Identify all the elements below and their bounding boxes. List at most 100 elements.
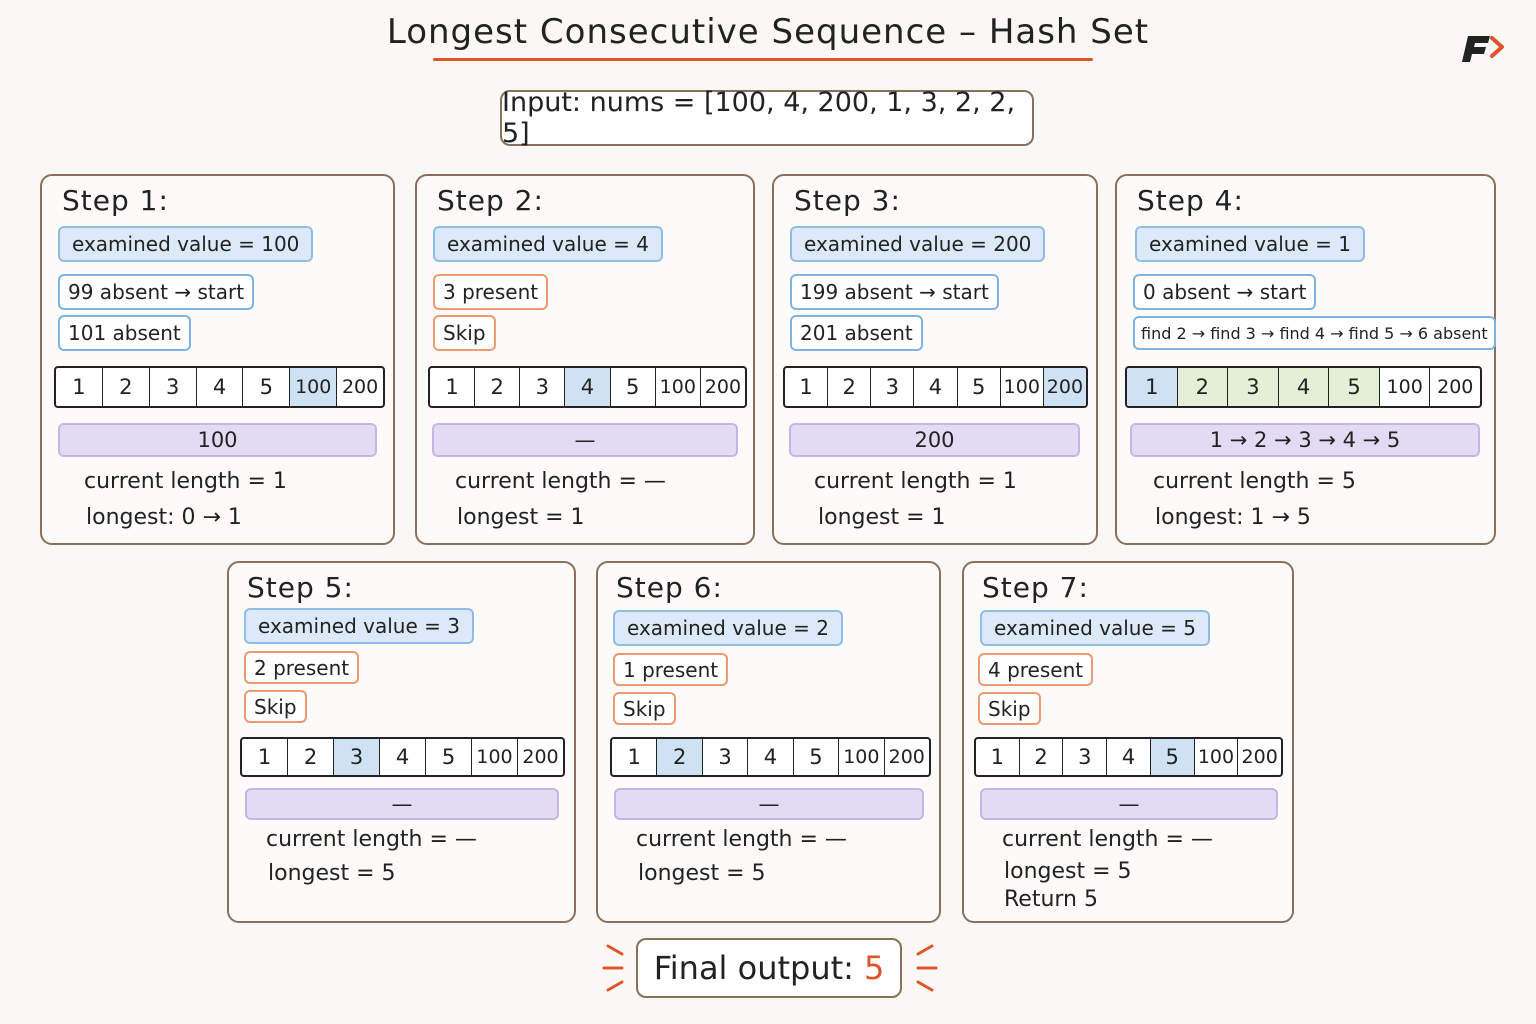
check-chip: 4 present <box>978 653 1094 686</box>
array-cell: 4 <box>1107 739 1151 775</box>
array-cell: 2 <box>1177 368 1229 406</box>
sequence-bar: 200 <box>789 423 1080 457</box>
final-output-value: 5 <box>863 949 885 987</box>
array-cell: 3 <box>871 368 915 406</box>
step-panel-4: Step 4: examined value = 1 0 absent → st… <box>1115 174 1496 545</box>
step-title: Step 7: <box>982 571 1089 604</box>
current-length: current length = — <box>455 469 666 494</box>
skip-chip: Skip <box>978 692 1041 725</box>
current-length: current length = 1 <box>814 469 1017 494</box>
array-cell: 2 <box>103 368 150 406</box>
examined-chip: examined value = 200 <box>790 226 1046 262</box>
array-cell: 1 <box>56 368 103 406</box>
longest-value: longest = 5 <box>638 861 766 886</box>
longest-value: longest = 5 <box>268 861 396 886</box>
array-cell: 2 <box>288 739 334 775</box>
step-title: Step 2: <box>437 184 544 217</box>
step-title: Step 5: <box>247 571 354 604</box>
array-cell: 200 <box>522 746 559 768</box>
skip-chip: Skip <box>244 690 307 723</box>
check-chip-2: 101 absent <box>58 315 191 351</box>
array-cell: 100 <box>472 739 518 775</box>
current-length: current length = — <box>636 827 847 852</box>
longest-value: longest: 0 → 1 <box>86 505 242 530</box>
array-cell: 200 <box>704 376 742 398</box>
array-cell: 5 <box>958 368 1001 406</box>
sequence-bar: 1 → 2 → 3 → 4 → 5 <box>1130 423 1480 457</box>
brand-logo-icon <box>1462 36 1504 62</box>
array-cell: 2 <box>828 368 872 406</box>
check-chip: 1 present <box>613 653 729 686</box>
check-chip-2: 201 absent <box>790 315 923 351</box>
title-underline <box>433 58 1093 61</box>
array-cell: 5 <box>611 368 656 406</box>
step-panel-1: Step 1: examined value = 100 99 absent →… <box>40 174 395 545</box>
array-cell: 1 <box>430 368 476 406</box>
array-cell: 3 <box>150 368 197 406</box>
step-panel-6: Step 6: examined value = 2 1 present Ski… <box>596 561 941 923</box>
skip-chip: Skip <box>433 315 496 351</box>
array-cell: 1 <box>612 739 658 775</box>
array-cell: 200 <box>888 746 925 768</box>
array-cell: 4 <box>914 368 958 406</box>
burst-left-icon <box>602 944 624 992</box>
array-cell: 4 <box>1278 368 1330 406</box>
final-output-box: Final output: 5 <box>636 938 902 998</box>
array-cell: 100 <box>1195 739 1239 775</box>
array-cell: 4 <box>197 368 244 406</box>
array-cell: 4 <box>565 368 611 406</box>
longest-value: longest = 1 <box>818 505 946 530</box>
skip-chip: Skip <box>613 692 676 725</box>
array-cell: 200 <box>1437 376 1474 398</box>
sequence-bar: — <box>614 788 924 820</box>
array-cell: 2 <box>1020 739 1064 775</box>
step-panel-3: Step 3: examined value = 200 199 absent … <box>772 174 1098 545</box>
sequence-bar: — <box>980 788 1278 820</box>
array-cell: 1 <box>785 368 829 406</box>
array-cell: 3 <box>520 368 566 406</box>
longest-value: longest: 1 → 5 <box>1155 505 1311 530</box>
array-cell: 5 <box>1329 368 1380 406</box>
array-cell: 200 <box>1241 746 1278 768</box>
sequence-bar: 100 <box>58 423 377 457</box>
examined-chip: examined value = 5 <box>980 610 1210 646</box>
array-cell: 4 <box>380 739 426 775</box>
array-cell: 200 <box>1043 368 1086 406</box>
burst-right-icon <box>916 944 938 992</box>
current-length: current length = 5 <box>1153 469 1356 494</box>
examined-chip: examined value = 4 <box>433 226 663 262</box>
check-chip: 99 absent → start <box>58 274 255 310</box>
examined-chip: examined value = 3 <box>244 608 474 644</box>
array-cell: 5 <box>1150 739 1195 775</box>
step-panel-2: Step 2: examined value = 4 3 present Ski… <box>415 174 755 545</box>
array-cell: 200 <box>341 376 379 398</box>
step-panel-7: Step 7: examined value = 5 4 present Ski… <box>962 561 1294 923</box>
array-cell: 2 <box>475 368 521 406</box>
current-length: current length = 1 <box>84 469 287 494</box>
examined-chip: examined value = 1 <box>1135 226 1365 262</box>
array-cell: 5 <box>426 739 472 775</box>
array-cell: 100 <box>1380 368 1431 406</box>
array-cell: 2 <box>657 739 703 775</box>
longest-value: longest = 1 <box>457 505 585 530</box>
final-output-label: Final output: <box>653 949 854 987</box>
probe-chain-chip: find 2 → find 3 → find 4 → find 5 → 6 ab… <box>1133 316 1496 350</box>
array-cell: 1 <box>242 739 288 775</box>
array-cell: 3 <box>703 739 749 775</box>
sequence-bar: — <box>245 788 559 820</box>
array-cell: 3 <box>1063 739 1108 775</box>
diagram-title: Longest Consecutive Sequence – Hash Set <box>386 12 1150 52</box>
return-value: Return 5 <box>1004 887 1098 912</box>
array-cell: 100 <box>290 368 338 406</box>
array-cell: 100 <box>1001 368 1044 406</box>
array-cell: 4 <box>748 739 794 775</box>
current-length: current length = — <box>1002 827 1213 852</box>
current-length: current length = — <box>266 827 477 852</box>
array-cell: 5 <box>794 739 840 775</box>
step-panel-5: Step 5: examined value = 3 2 present Ski… <box>227 561 576 923</box>
